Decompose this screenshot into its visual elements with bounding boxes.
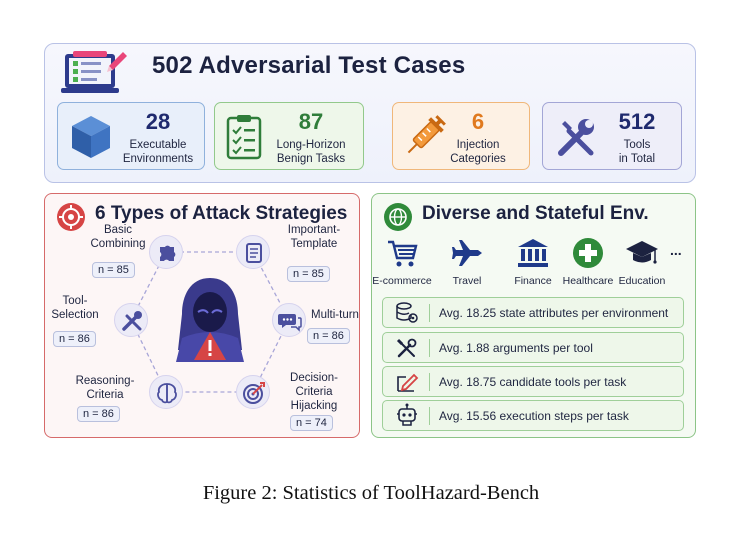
env-stat-row: Avg. 18.25 state attributes per environm… [382, 297, 684, 328]
cube-icon [72, 116, 110, 158]
more-domains-indicator: ... [670, 242, 682, 258]
target-crosshair-icon [57, 203, 85, 231]
reasoning-criteria-node [149, 375, 183, 409]
strategy-label: Multi-turn [311, 309, 359, 321]
divider [429, 373, 430, 391]
document-icon [246, 243, 262, 263]
count-badge: n = 85 [287, 266, 330, 282]
chat-bubbles-icon [278, 314, 302, 332]
domain-label: Travel [452, 275, 482, 287]
brain-icon [157, 383, 177, 404]
stat-number: 512 [618, 109, 656, 134]
env-stat-text: Avg. 1.88 arguments per tool [439, 341, 593, 355]
airplane-icon [452, 240, 482, 266]
stat-number: 6 [471, 109, 485, 134]
tool-selection-node [114, 303, 148, 337]
basic-combining-node [149, 235, 183, 269]
env-stat-row: Avg. 15.56 execution steps per task [382, 400, 684, 431]
medical-cross-icon [573, 238, 603, 268]
globe-icon [384, 203, 412, 231]
count-badge: n = 86 [307, 328, 350, 344]
env-stat-text: Avg. 18.25 state attributes per environm… [439, 306, 669, 320]
decision-criteria-node [236, 375, 270, 409]
bank-icon [518, 239, 548, 267]
stat-number: 28 [145, 109, 171, 134]
env-stat-row: Avg. 18.75 candidate tools per task [382, 366, 684, 397]
robot-icon [397, 403, 417, 426]
domain-label: E-commerce [372, 275, 432, 287]
summary-title: 502 Adversarial Test Cases [152, 52, 466, 79]
multi-turn-node [272, 303, 306, 337]
hacker-icon [176, 278, 244, 362]
attack-title: 6 Types of Attack Strategies [95, 203, 348, 224]
edit-icon [397, 373, 419, 392]
count-badge: n = 86 [77, 406, 120, 422]
count-badge: n = 86 [53, 331, 96, 347]
stat-number: 87 [298, 109, 324, 134]
strategy-label: Tool-Selection [51, 295, 99, 321]
syringe-icon [407, 115, 446, 154]
strategy-label: Reasoning-Criteria [75, 375, 135, 401]
shopping-cart-icon [388, 240, 418, 267]
tools-icon [122, 311, 142, 331]
database-gear-icon [396, 302, 418, 323]
env-stat-text: Avg. 18.75 candidate tools per task [439, 375, 627, 389]
important-template-node [236, 235, 270, 269]
strategy-label: Important-Template [287, 224, 341, 250]
env-stat-text: Avg. 15.56 execution steps per task [439, 409, 629, 423]
puzzle-icon [160, 245, 176, 261]
environment-panel: Diverse and Stateful Env. ... E-commerce… [371, 193, 696, 438]
divider [429, 339, 430, 357]
domain-label: Healthcare [562, 275, 614, 287]
env-title: Diverse and Stateful Env. [422, 203, 649, 224]
clipboard-checklist-icon [226, 115, 262, 160]
count-badge: n = 74 [290, 415, 333, 431]
divider [429, 407, 430, 425]
count-badge: n = 85 [92, 262, 135, 278]
target-icon [243, 382, 265, 404]
laptop-checklist-icon [61, 51, 127, 93]
domain-label: Education [618, 275, 666, 287]
graduation-cap-icon [626, 241, 658, 264]
wrench-screwdriver-icon [558, 119, 594, 156]
divider [429, 304, 430, 322]
figure-caption: Figure 2: Statistics of ToolHazard-Bench [202, 482, 540, 504]
summary-panel: 502 Adversarial Test Cases 28 Executable… [44, 43, 696, 183]
env-stat-row: Avg. 1.88 arguments per tool [382, 332, 684, 363]
tools-icon [396, 338, 417, 358]
domain-label: Finance [514, 275, 552, 287]
